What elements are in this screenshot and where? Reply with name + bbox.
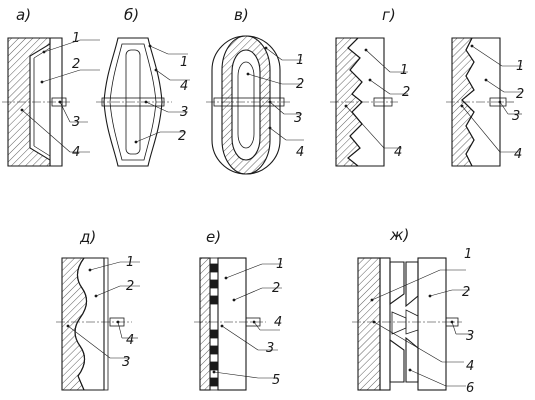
label-g-left-1: 1 <box>400 63 408 78</box>
label-zh-2: 2 <box>462 285 470 300</box>
label-e-3: 3 <box>266 341 274 356</box>
label-a-1: 1 <box>72 31 80 46</box>
hatched-ring-v <box>221 35 271 175</box>
figure-g-right: 1 2 3 4 <box>446 37 524 167</box>
label-v-4: 4 <box>296 145 304 160</box>
caption-zh: ж) <box>389 226 409 244</box>
hatched-plate-d <box>61 257 88 391</box>
label-e-5: 5 <box>272 373 280 388</box>
label-b-3: 3 <box>180 105 188 120</box>
label-a-2: 2 <box>72 57 80 72</box>
label-v-1: 1 <box>296 53 304 68</box>
figure-d: д) 1 2 4 3 <box>56 228 140 391</box>
label-b-2: 2 <box>178 129 186 144</box>
label-zh-6: 6 <box>466 381 474 396</box>
label-a-4: 4 <box>72 145 80 160</box>
caption-a: а) <box>16 6 31 24</box>
label-d-1: 1 <box>126 255 134 270</box>
label-g-right-2: 2 <box>516 87 524 102</box>
figure-g-left: г) 1 2 4 <box>330 6 410 167</box>
label-v-3: 3 <box>294 111 302 126</box>
label-d-4: 4 <box>126 333 134 348</box>
label-g-left-2: 2 <box>402 85 410 100</box>
label-e-2: 2 <box>272 281 280 296</box>
label-d-2: 2 <box>126 279 134 294</box>
label-b-4: 4 <box>180 79 188 94</box>
label-g-right-3: 3 <box>512 109 520 124</box>
label-g-left-4: 4 <box>394 145 402 160</box>
figure-zh: ж) 1 2 3 4 6 <box>352 226 474 396</box>
label-g-right-4: 4 <box>514 147 522 162</box>
label-zh-4: 4 <box>466 359 474 374</box>
plate-a <box>49 37 63 167</box>
figure-b: б) 1 4 3 2 <box>96 6 190 167</box>
figure-v: в) 1 2 3 4 <box>206 6 304 175</box>
label-e-1: 1 <box>276 257 284 272</box>
caption-d: д) <box>79 228 96 246</box>
caption-b: б) <box>124 6 139 24</box>
figure-e: е) 1 2 4 3 5 <box>194 228 284 391</box>
label-zh-1: 1 <box>464 247 472 262</box>
segments-e <box>209 263 219 387</box>
label-v-2: 2 <box>296 77 304 92</box>
hatched-plate-zh <box>357 257 381 391</box>
label-g-right-1: 1 <box>516 59 524 74</box>
label-b-1: 1 <box>180 55 188 70</box>
figure-a: а) 1 2 3 4 <box>2 6 100 167</box>
label-zh-3: 3 <box>466 329 474 344</box>
hatched-plate-e <box>199 257 211 391</box>
caption-e: е) <box>206 228 221 246</box>
label-e-4: 4 <box>274 315 282 330</box>
caption-v: в) <box>234 6 249 24</box>
outer-shell-b <box>103 37 163 167</box>
label-a-3: 3 <box>72 115 80 130</box>
caption-g: г) <box>382 6 396 24</box>
label-d-3: 3 <box>122 355 130 370</box>
